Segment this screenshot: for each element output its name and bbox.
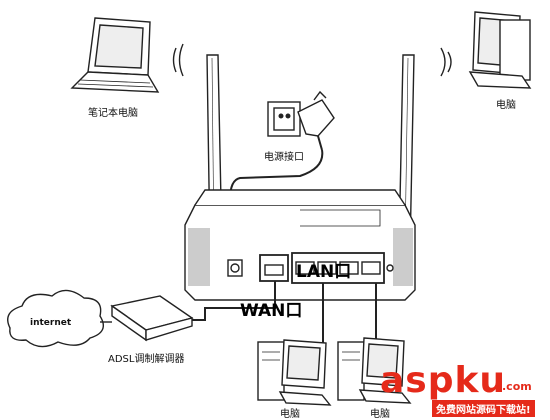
adsl-modem-icon xyxy=(110,295,194,342)
power-adapter-icon xyxy=(297,90,335,151)
desktop-bottom-right-label: 电脑 xyxy=(370,409,390,420)
watermark-logo: aspku xyxy=(380,360,507,401)
internet-cloud-icon xyxy=(7,289,104,348)
lan-port-label: LAN口 xyxy=(296,262,352,282)
power-socket-icon xyxy=(267,101,301,137)
wifi-signal-left-icon xyxy=(172,43,184,77)
wan-port-label: WAN口 xyxy=(240,301,303,321)
internet-label: internet xyxy=(30,318,72,328)
laptop-icon xyxy=(70,17,160,93)
watermark-suffix: .com xyxy=(502,380,532,393)
desktop-bottom-right-icon xyxy=(337,337,412,404)
desktop-bottom-left-label: 电脑 xyxy=(280,409,300,420)
power-socket-label: 电源接口 xyxy=(264,152,304,163)
router-icon xyxy=(184,189,416,301)
adsl-modem-label: ADSL调制解调器 xyxy=(108,354,185,365)
laptop-label: 笔记本电脑 xyxy=(88,108,138,119)
desktop-top-right-icon xyxy=(468,11,532,89)
watermark-subtitle: 免费网站源码下载站! xyxy=(432,400,535,417)
desktop-top-right-label: 电脑 xyxy=(496,100,516,111)
cable-modem-wan xyxy=(192,281,276,321)
desktop-bottom-left-icon xyxy=(257,339,332,406)
wifi-signal-right-icon xyxy=(440,47,452,77)
